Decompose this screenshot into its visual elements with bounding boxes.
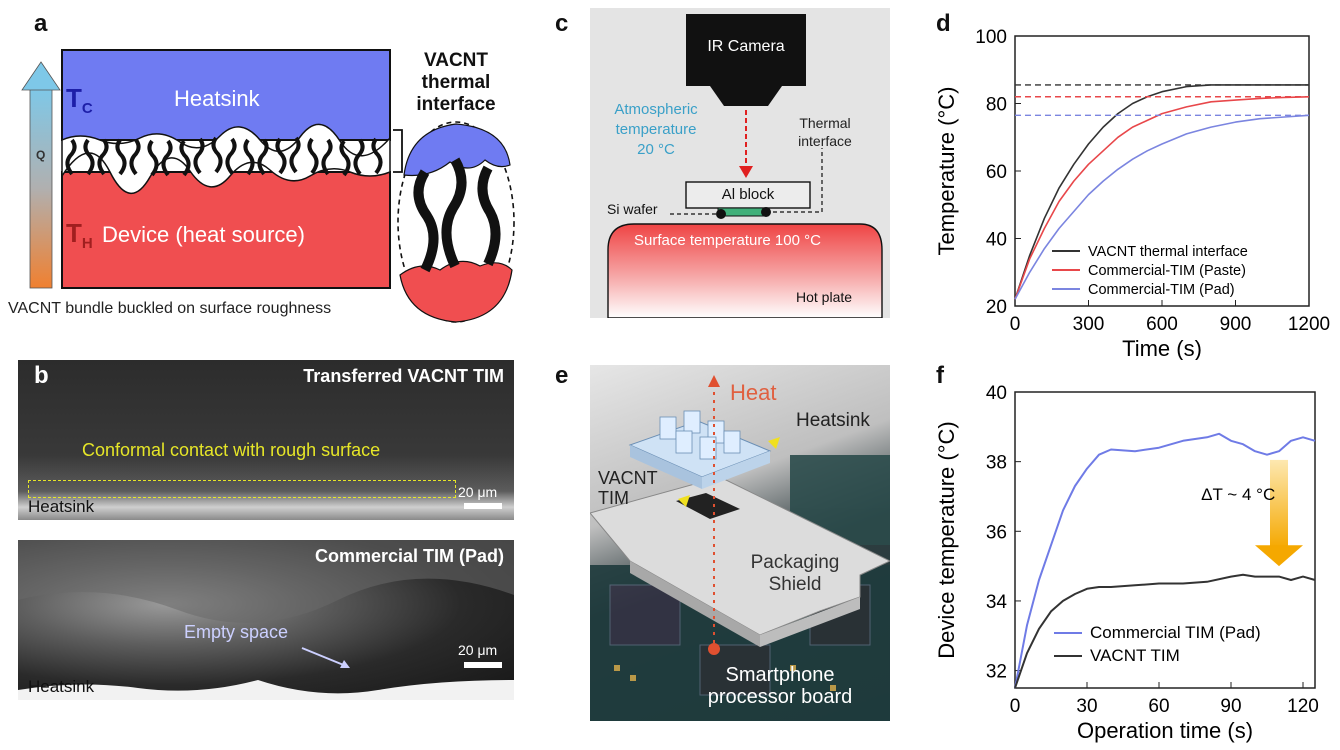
heat-flow-arrow <box>21 61 61 289</box>
y-tick-label: 20 <box>986 297 1007 318</box>
series-line <box>1014 432 1316 689</box>
x-tick-label: 0 <box>1010 314 1021 335</box>
vacnt-layer <box>61 123 391 195</box>
th-label: TH <box>66 218 93 253</box>
x-tick-label: 120 <box>1287 696 1319 717</box>
empty-space-label: Empty space <box>184 622 289 642</box>
sem-top-annotation: Conformal contact with rough surface <box>82 440 381 460</box>
panel-label-a: a <box>34 10 48 37</box>
heatsink-3d-label: Heatsink <box>796 410 870 431</box>
panel-e-render <box>590 365 890 721</box>
surface-temp-label: Surface temperature 100 °C <box>634 232 821 249</box>
series-line <box>1014 573 1316 689</box>
sem-image-vacnt: Transferred VACNT TIM Conformal contact … <box>18 360 514 520</box>
x-tick-label: 90 <box>1220 696 1241 717</box>
x-tick-label: 60 <box>1148 696 1169 717</box>
x-tick-label: 0 <box>1010 696 1021 717</box>
legend-label: VACNT thermal interface <box>1088 244 1248 260</box>
panel-c-setup <box>607 14 883 318</box>
scale-label: 20 μm <box>458 484 498 500</box>
panel-label-b: b <box>34 362 49 389</box>
panel-label-c: c <box>555 10 569 37</box>
delta-t-arrow <box>1255 459 1303 567</box>
device-block <box>61 171 391 289</box>
panel-label-d: d <box>936 10 951 37</box>
q-label: Q <box>36 148 46 162</box>
sem-image-commercial: Commercial TIM (Pad) Empty space 20 μm H… <box>18 540 514 700</box>
legend-label: Commercial TIM (Pad) <box>1090 623 1261 642</box>
packaging-shield <box>590 476 890 647</box>
x-tick-label: 900 <box>1220 314 1252 335</box>
legend-label: Commercial-TIM (Paste) <box>1088 263 1246 279</box>
zoom-bubble <box>397 121 515 323</box>
series-line <box>1014 96 1310 300</box>
y-tick-label: 100 <box>975 27 1007 48</box>
panel-label-e: e <box>555 362 569 389</box>
plot-frame <box>1014 391 1316 689</box>
panel-e-illustration <box>590 375 890 721</box>
x-tick-label: 1200 <box>1288 314 1330 335</box>
scale-label: 20 μm <box>458 642 498 658</box>
x-tick-label: 600 <box>1146 314 1178 335</box>
x-axis-label: Operation time (s) <box>1077 718 1253 743</box>
heatsink-3d <box>628 410 772 489</box>
sem-bottom-title: Commercial TIM (Pad) <box>314 546 504 566</box>
ir-camera-body <box>686 14 806 86</box>
hot-plate <box>607 223 883 318</box>
al-block <box>685 181 811 209</box>
scale-bar <box>464 503 502 509</box>
panel-label-f: f <box>936 362 944 389</box>
sem-bottom-texture <box>18 540 514 700</box>
scale-bar <box>464 662 502 668</box>
y-tick-label: 36 <box>986 522 1007 543</box>
interface-bracket <box>393 129 403 173</box>
delta-t-label: ΔT ~ 4 °C <box>1201 485 1275 504</box>
vacnt-tim <box>676 493 740 519</box>
y-axis-label: Temperature (°C) <box>934 87 959 256</box>
series-line <box>1014 114 1310 300</box>
y-axis-label: Device temperature (°C) <box>934 421 959 658</box>
heatsink-block <box>61 49 391 141</box>
series-line <box>1014 84 1309 300</box>
panel-a-schematic <box>21 49 515 323</box>
y-tick-label: 60 <box>986 162 1007 183</box>
sem-top-heatsink: Heatsink <box>28 497 95 516</box>
device-label: Device (heat source) <box>102 222 305 247</box>
panel-a-caption: VACNT bundle buckled on surface roughnes… <box>8 300 332 317</box>
x-axis-label: Time (s) <box>1122 336 1202 360</box>
x-tick-label: 30 <box>1076 696 1097 717</box>
hot-plate-label: Hot plate <box>796 289 853 305</box>
legend-label: Commercial-TIM (Pad) <box>1088 282 1235 298</box>
heat-label: Heat <box>730 380 777 405</box>
y-tick-label: 40 <box>986 383 1007 404</box>
legend-label: VACNT TIM <box>1090 646 1180 665</box>
x-tick-label: 300 <box>1073 314 1105 335</box>
heatsink-label: Heatsink <box>174 86 260 111</box>
ir-camera-label: IR Camera <box>707 38 785 55</box>
si-wafer-label: Si wafer <box>607 201 658 217</box>
sem-bottom-heatsink: Heatsink <box>28 677 95 696</box>
y-tick-label: 34 <box>986 592 1008 613</box>
tc-label: TC <box>66 83 93 118</box>
y-tick-label: 32 <box>986 662 1007 683</box>
al-block-label: Al block <box>721 186 775 203</box>
y-tick-label: 38 <box>986 453 1007 474</box>
empty-space-arrow <box>301 647 350 668</box>
y-tick-label: 40 <box>986 230 1007 251</box>
contact-box <box>28 480 456 498</box>
ir-camera-lens <box>710 86 782 106</box>
sem-top-title: Transferred VACNT TIM <box>303 366 504 386</box>
y-tick-label: 80 <box>986 95 1007 116</box>
